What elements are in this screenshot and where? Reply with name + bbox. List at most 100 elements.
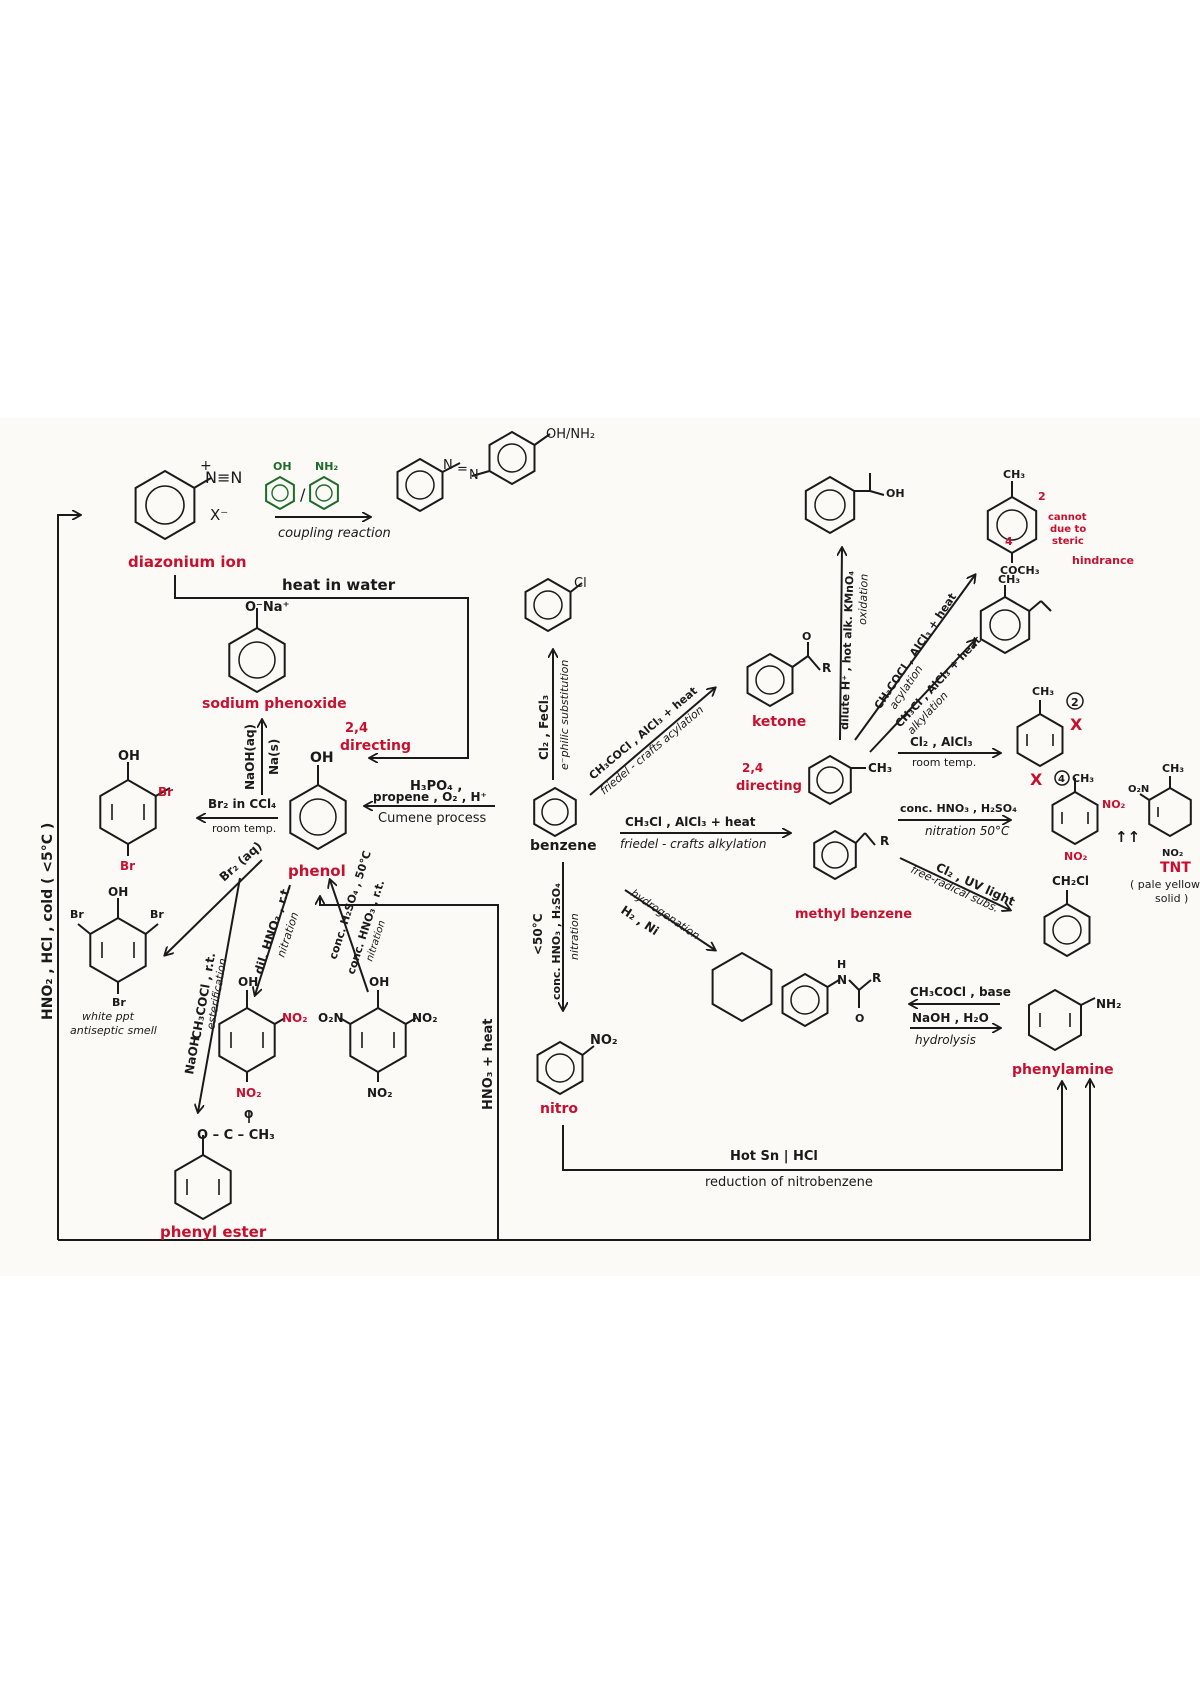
nitrotoluene-no2-right: NO₂ (1102, 798, 1126, 811)
phenylamine-label: phenylamine (1012, 1062, 1114, 1078)
para-circle (1054, 770, 1070, 786)
phenol-ring (289, 765, 347, 851)
methylbenzene-ch3: CH₃ (868, 761, 892, 775)
heat-water-label: heat in water (282, 576, 396, 594)
elec-sub-label: e⁻philic substitution (558, 660, 571, 770)
trinitrophenol-no2-right: NO₂ (412, 1011, 438, 1025)
dinitrophenol-no2-bottom: NO₂ (236, 1086, 262, 1100)
dil-nitration-arrow (255, 884, 291, 995)
ester-substituent: O – C – CH₃ (197, 1128, 275, 1143)
phenylamine-nh2: NH₂ (1096, 997, 1121, 1011)
nitrotoluene-ch3: CH₃ (1072, 772, 1094, 785)
azo-n1: N (443, 458, 453, 473)
azo-ring-left (396, 457, 461, 513)
phenol-oh: OH (310, 750, 334, 766)
dinitrophenol-no2-right: NO₂ (282, 1011, 308, 1025)
hindrance-label: hindrance (1072, 554, 1134, 567)
ketone-r: R (822, 661, 831, 675)
ethyl-toluene-ch3: CH₃ (998, 573, 1020, 586)
conc-nitration-arrow (330, 880, 369, 993)
nitro-label: nitro (540, 1101, 578, 1117)
chlorotoluene-ch3: CH₃ (1032, 685, 1054, 698)
left-directing: directing (340, 738, 411, 754)
toluene-alkylation-arrow (869, 640, 975, 753)
solid-label: solid ) (1155, 892, 1188, 905)
bromophenol-ring (99, 762, 171, 856)
chlorotoluene-ring (1016, 700, 1064, 768)
room-temp-label: room temp. (212, 822, 276, 835)
ortho-x: X (1070, 715, 1083, 734)
nitro-no2: NO₂ (590, 1033, 618, 1048)
sodium-phenoxide-ring (228, 608, 286, 694)
diazonium-ring (134, 469, 212, 541)
acylation-arrow (589, 688, 715, 796)
reagent-slash: / (300, 485, 306, 504)
amide-n: N (837, 973, 847, 987)
ketone-o: O (802, 630, 811, 643)
fc-alkylation-label: friedel - crafts alkylation (620, 837, 766, 851)
azo-oh-nh2: OH/NH₂ (546, 427, 595, 442)
benzyl-ch2cl: CH₂Cl (1052, 874, 1089, 888)
oxidation-arrow (840, 548, 842, 741)
ch3cl-alcl3-label: CH₃Cl , AlCl₃ + heat (625, 815, 756, 829)
ester-arrow (198, 877, 241, 1112)
hydrogenation-arrow (624, 889, 715, 950)
chloro-cl: Cl (574, 576, 587, 591)
steric-label: steric (1052, 536, 1084, 547)
tribromophenol-br-right: Br (150, 908, 164, 921)
dilute-h-label: dilute H⁺ , hot alk. KMnO₄ (838, 570, 857, 730)
conc-hno3-b-label: conc. HNO₃ , H₂SO₄ (900, 802, 1017, 815)
cannot-label: cannot (1048, 512, 1087, 523)
para-num: 4 (1058, 774, 1065, 785)
heat-water-arrow (174, 575, 469, 758)
acyl-toluene-ch3: CH₃ (1003, 468, 1025, 481)
azo-eq: = (457, 462, 468, 477)
phenoxide-o-na: O⁻Na⁺ (245, 600, 289, 615)
free-radical-arrow (899, 857, 1010, 910)
acyl-toluene-ring (986, 481, 1038, 563)
hydrolysis-label: hydrolysis (915, 1033, 976, 1047)
phenylamine-ring (1028, 988, 1096, 1052)
tribromophenol-br-left: Br (70, 908, 84, 921)
naoh-h2o-label: NaOH , H₂O (912, 1011, 989, 1025)
ester-carbonyl-o: O (244, 1108, 253, 1121)
dinitrophenol-oh: OH (238, 975, 258, 989)
para-x: X (1030, 770, 1043, 789)
br2-aq-arrow (165, 859, 263, 955)
benzene-ring (533, 786, 577, 838)
pos-4: 4 (1005, 535, 1013, 548)
ortho-num: 2 (1071, 696, 1079, 709)
pos-2: 2 (1038, 490, 1046, 503)
ortho-circle (1066, 692, 1084, 710)
tribromophenol-ring (77, 898, 159, 994)
reduction-label: reduction of nitrobenzene (705, 1175, 873, 1190)
trinitrophenol-ring (339, 990, 417, 1082)
phenol-label: phenol (288, 862, 346, 880)
room-temp2-label: room temp. (912, 756, 976, 769)
dinitrophenol-ring (218, 990, 286, 1082)
white-ppt-label: white ppt (82, 1010, 135, 1023)
hno3-heat-label: HNO₃ + heat (481, 1018, 496, 1110)
due-to-label: due to (1050, 524, 1086, 535)
chlorobenzene-ring (524, 577, 583, 633)
tnt-o2n: O₂N (1128, 784, 1149, 795)
tnt-ring (1139, 776, 1192, 838)
nitrotoluene-no2-bottom: NO₂ (1064, 850, 1088, 863)
benzoic-acid-ring (804, 473, 885, 535)
ketone-label: ketone (752, 714, 806, 730)
ch3cocl-base-label: CH₃COCl , base (910, 985, 1011, 999)
bromophenol-br-bottom: Br (120, 859, 135, 873)
tnt-ch3: CH₃ (1162, 762, 1184, 775)
naoh-label: NaOH (182, 1035, 202, 1075)
naoh-aq-label: NaOH(aq) (243, 724, 257, 790)
phenyl-ester-ring (174, 1111, 250, 1221)
cyclohexane-ring (711, 951, 773, 1023)
ketone-ring (746, 642, 821, 708)
cl2-alcl3-label: Cl₂ , AlCl₃ (910, 735, 973, 749)
tribromophenol-br-bottom: Br (112, 996, 126, 1009)
trinitrophenol-o2n: O₂N (318, 1011, 344, 1025)
paper-sheet (0, 418, 1200, 1276)
tnt-label: TNT (1160, 860, 1191, 876)
